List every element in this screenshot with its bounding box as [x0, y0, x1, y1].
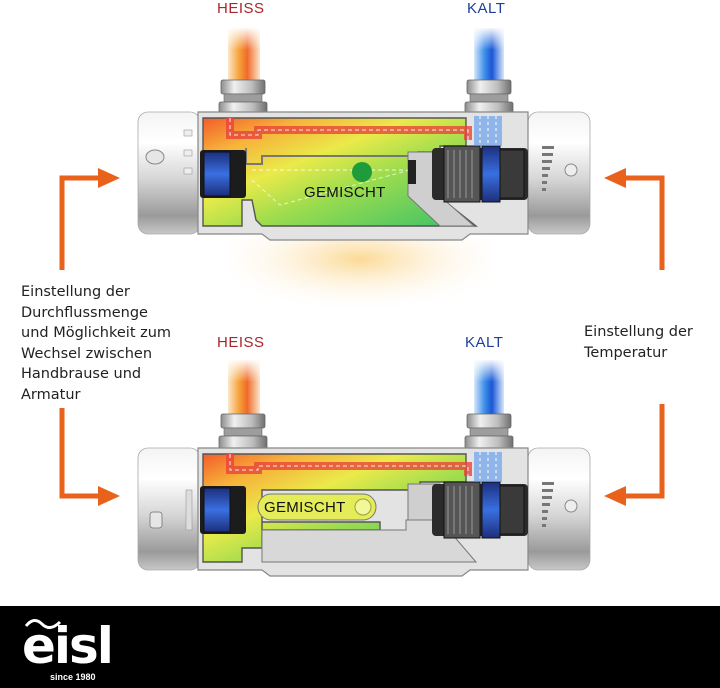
mixed-water-outlet-icon	[352, 162, 372, 182]
logo-wave-icon	[24, 619, 62, 629]
cold-inlet-nut-bottom	[464, 413, 514, 451]
hot-inlet-nut	[218, 79, 268, 117]
bottom-hot-label: HEISS	[217, 334, 265, 351]
brand-tagline: since 1980	[50, 672, 96, 682]
caption-line: Armatur	[21, 386, 81, 403]
hot-inlet-nut-bottom	[218, 413, 268, 451]
warm-glow	[230, 232, 490, 322]
top-hot-label: HEISS	[217, 0, 265, 17]
top-cold-label: KALT	[467, 0, 506, 17]
right-bottom-arrow	[624, 404, 665, 499]
thermostat-diagram: GEMISCHT	[21, 0, 693, 577]
diagram-canvas: GEMISCHT	[59, 28, 665, 577]
left-bottom-arrow	[59, 408, 100, 499]
left-top-arrow	[59, 175, 100, 270]
handle-button-icon	[145, 149, 165, 165]
temperature-control-handle[interactable]	[527, 111, 591, 235]
eisl-logo: eisl since 1980	[22, 616, 114, 684]
caption-line: Einstellung der	[21, 284, 130, 300]
temperature-scale-icon	[542, 146, 554, 191]
caption-line: Einstellung der	[584, 324, 693, 340]
flow-setting-caption: Einstellung der Durchflussmenge und Mögl…	[21, 282, 171, 405]
brand-name: eisl	[22, 617, 114, 675]
top-mixed-label: GEMISCHT	[304, 184, 386, 201]
temperature-control-handle-bottom[interactable]	[527, 447, 591, 571]
bottom-mixer-unit: GEMISCHT	[137, 360, 591, 577]
bottom-mixed-label: GEMISCHT	[264, 499, 346, 516]
caption-line: Temperatur	[584, 344, 668, 361]
handle-button-icon-bottom	[149, 511, 163, 529]
caption-line: Durchflussmenge	[21, 304, 148, 321]
temperature-setting-caption: Einstellung der Temperatur	[584, 322, 693, 363]
arrows	[59, 175, 665, 499]
caption-line: und Möglichkeit zum	[21, 325, 172, 341]
caption-line: Handbrause und	[21, 366, 142, 382]
top-mixer-unit: GEMISCHT	[137, 28, 591, 322]
temperature-scale-icon-bottom	[542, 482, 554, 527]
bottom-cold-label: KALT	[465, 334, 504, 351]
mixed-water-channel	[257, 493, 377, 521]
right-top-arrow	[624, 175, 665, 270]
caption-line: Wechsel zwischen	[21, 345, 153, 362]
cold-inlet-nut	[464, 79, 514, 117]
brand-footer: eisl since 1980	[0, 606, 720, 688]
arrowheads	[98, 168, 626, 506]
